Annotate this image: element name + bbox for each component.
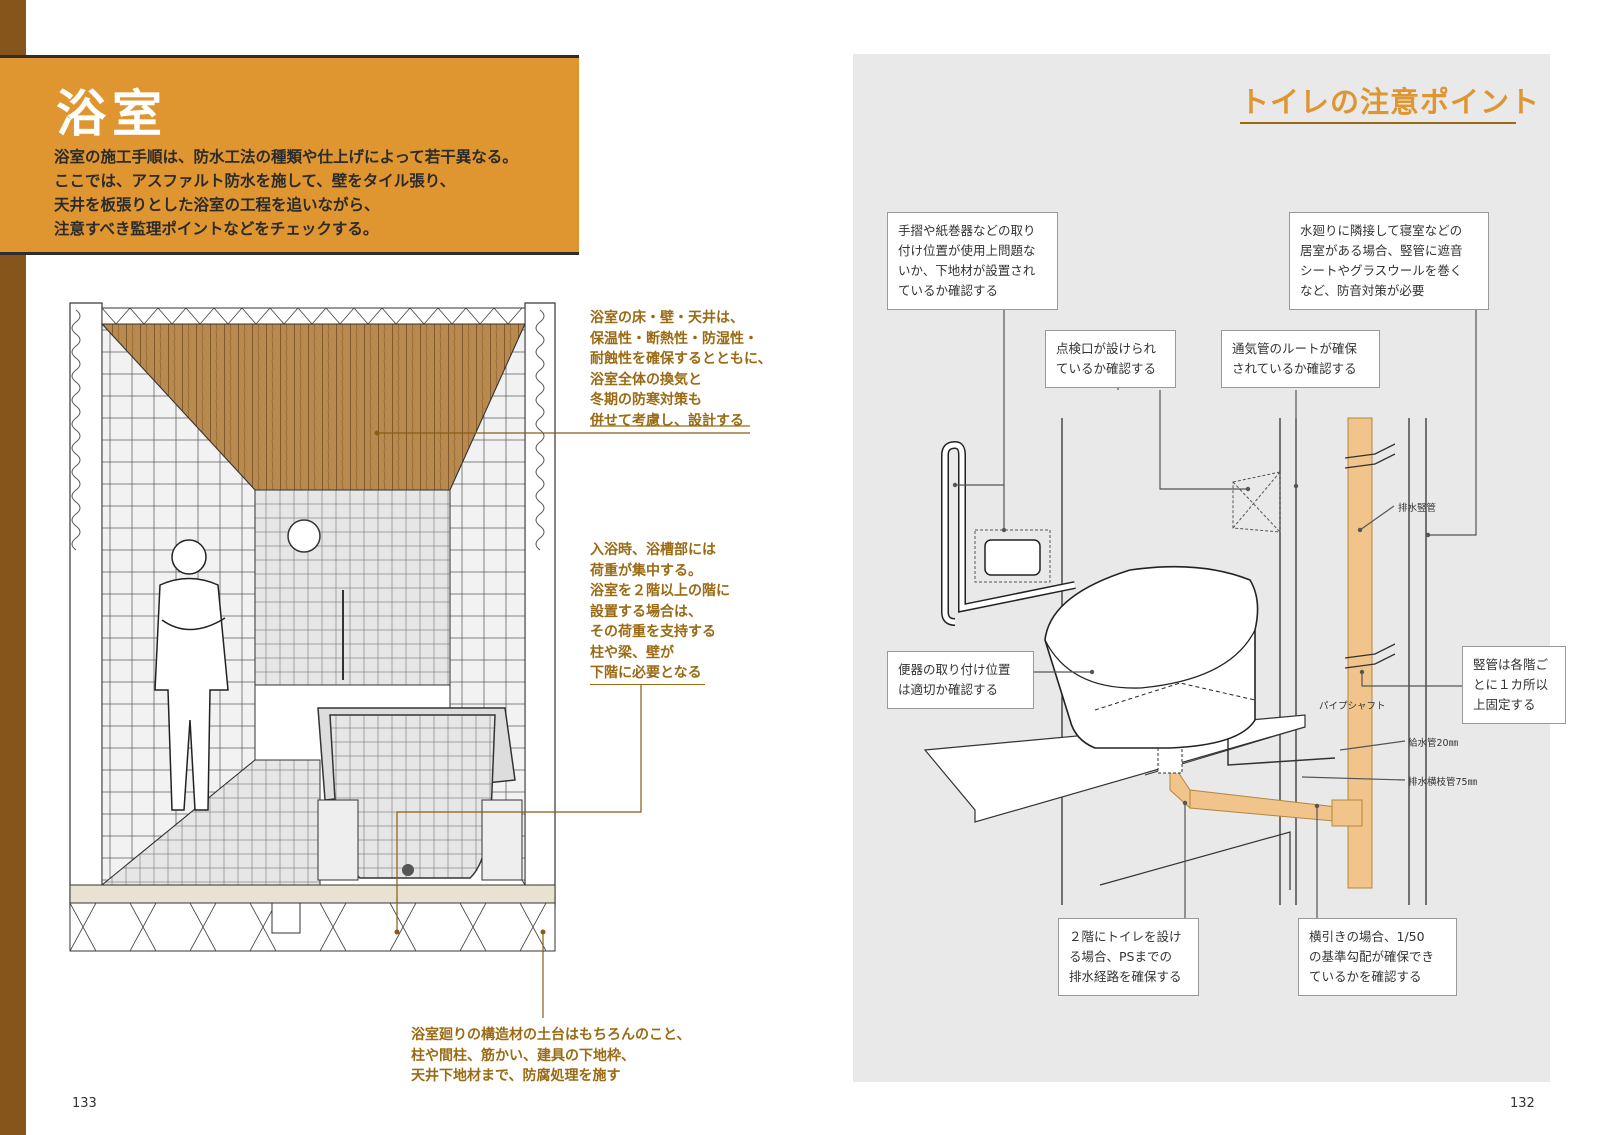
callout-toilet-position: 便器の取り付け位置 は適切か確認する [887, 651, 1034, 709]
note-floor-wall-ceiling: 浴室の床・壁・天井は、 保温性・断熱性・防湿性・ 耐蝕性を確保するとともに、 浴… [590, 310, 772, 429]
toilet-title: トイレの注意ポイント [1240, 85, 1541, 119]
page-number-left: 133 [72, 1096, 97, 1111]
label-drain-stack: 排水竪管 [1398, 503, 1437, 514]
callout-handrail: 手摺や紙巻器などの取り 付け位置が使用上問題な いか、下地材が設置され ているか… [887, 212, 1058, 310]
callout-second-floor: ２階にトイレを設け る場合、PSまでの 排水経路を確保する [1058, 918, 1199, 996]
callout-slope: 横引きの場合、1/50 の基準勾配が確保でき ているかを確認する [1298, 918, 1457, 996]
callout-vertical-pipe-fixing: 竪管は各階ご とに１カ所以 上固定する [1462, 646, 1566, 724]
callout-inspection-hatch: 点検口が設けられ ているか確認する [1045, 330, 1176, 388]
label-water-supply: 給水管20㎜ [1408, 738, 1459, 749]
toilet-title-underline [1240, 122, 1516, 124]
bathroom-header: 浴室 浴室の施工手順は、防水工法の種類や仕上げによって若干異なる。 ここでは、ア… [0, 55, 579, 255]
callout-soundproof: 水廻りに隣接して寝室などの 居室がある場合、竪管に遮音 シートやグラスウールを巻… [1289, 212, 1489, 310]
note-preservation: 浴室廻りの構造材の土台はもちろんのこと、 柱や間柱、筋かい、建具の下地枠、 天井… [411, 1027, 691, 1084]
note-bathtub-load: 入浴時、浴槽部には 荷重が集中する。 浴室を２階以上の階に 設置する場合は、 そ… [590, 542, 730, 681]
bathroom-intro: 浴室の施工手順は、防水工法の種類や仕上げによって若干異なる。 ここでは、アスファ… [54, 148, 518, 238]
bathroom-title: 浴室 [56, 85, 168, 143]
label-pipe-shaft: パイプシャフト [1319, 701, 1386, 712]
note-bathtub-underline [590, 684, 705, 685]
callout-vent-pipe: 通気管のルートが確保 されているか確認する [1221, 330, 1380, 388]
label-drain-branch: 排水横枝管75㎜ [1408, 777, 1478, 788]
page-number-right: 132 [1510, 1096, 1535, 1111]
